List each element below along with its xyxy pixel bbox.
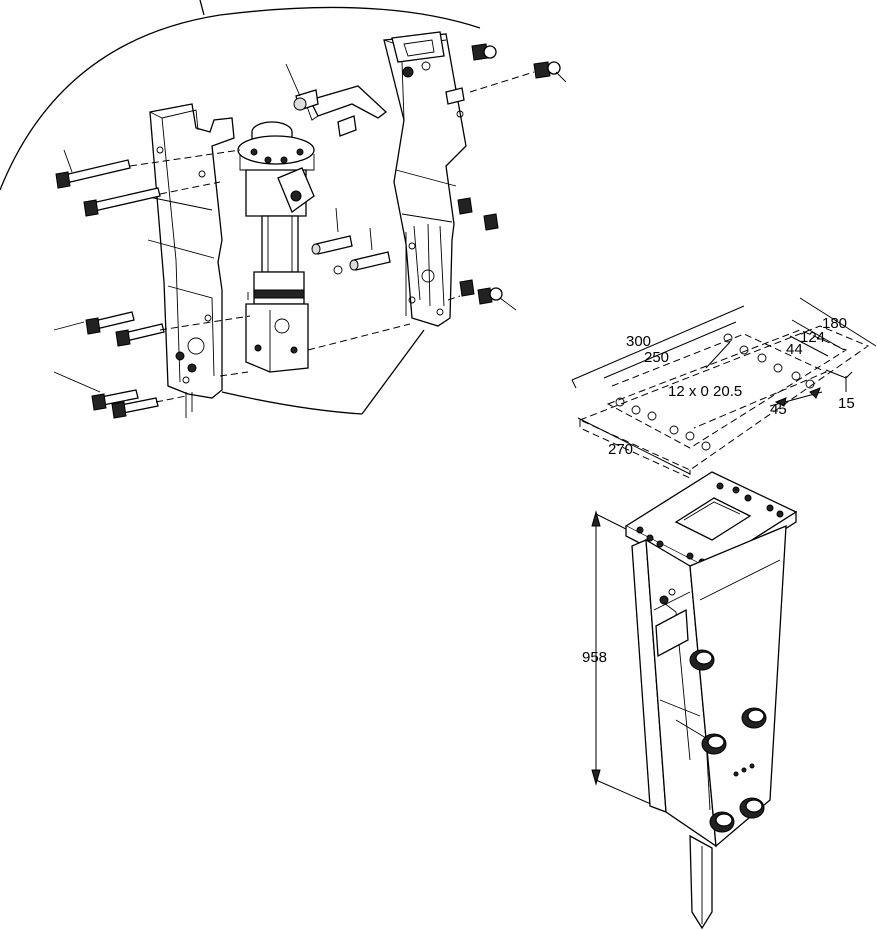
plate-holes <box>615 333 815 451</box>
hole-spec-label: 12 x 0 20.5 <box>668 383 742 400</box>
exploded-view <box>0 0 567 419</box>
top-bracket <box>293 85 388 137</box>
body-nuts <box>689 649 767 833</box>
dim-45: 45 <box>770 401 787 418</box>
dim-124: 124 <box>800 329 825 346</box>
dim-15: 15 <box>838 395 855 412</box>
dim-958: 958 <box>582 649 607 666</box>
dim-44: 44 <box>786 341 803 358</box>
assembled-breaker-view: 958 <box>582 471 798 930</box>
bolts-left <box>53 149 165 419</box>
mounting-plate-view: 300 250 180 124 44 12 x 0 20.5 45 15 270 <box>571 297 877 479</box>
pins <box>285 63 391 275</box>
left-side-plate <box>143 103 235 418</box>
nuts-right <box>447 43 567 311</box>
breaker-body <box>237 121 315 373</box>
dim-250: 250 <box>644 349 669 366</box>
assembly-arc <box>0 6 481 191</box>
dim-300: 300 <box>626 333 651 350</box>
dim-180: 180 <box>822 315 847 332</box>
right-side-plate <box>383 31 467 327</box>
dim-270: 270 <box>608 441 633 458</box>
